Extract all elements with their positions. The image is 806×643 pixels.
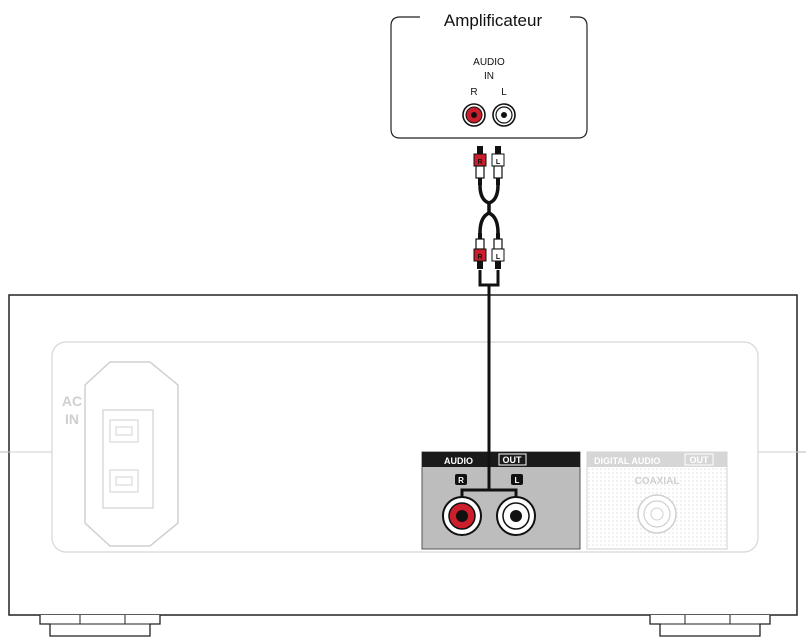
top-plug-right [473, 146, 487, 185]
digital-out-suffix: OUT [690, 455, 710, 465]
top-plug-left [491, 146, 505, 185]
top-plug-left-mark: L [496, 159, 501, 166]
device-rear-panel: AC IN AUDIO OUT R L [0, 285, 806, 637]
audio-out-right-mark: R [458, 476, 464, 485]
amp-right-label: R [470, 87, 477, 98]
amplifier-box: Amplificateur AUDIO IN R L [390, 11, 588, 139]
left-foot [39, 615, 161, 637]
top-plug-right-mark: R [477, 159, 482, 166]
bottom-plug-right-mark: R [477, 254, 482, 261]
audio-out-right-jack [442, 496, 482, 536]
digital-out-label: DIGITAL AUDIO [594, 456, 660, 466]
ac-in-label: AC [62, 393, 82, 409]
audio-in-label-line2: IN [484, 71, 494, 82]
audio-out-panel [421, 451, 581, 550]
audio-in-label: AUDIO [473, 57, 505, 68]
audio-out-label: AUDIO [444, 456, 473, 466]
ac-in-label-line2: IN [65, 411, 79, 427]
coaxial-jack [637, 494, 677, 534]
audio-out-suffix: OUT [503, 455, 523, 465]
bottom-plug-left-mark: L [496, 254, 501, 261]
amp-left-jack [492, 103, 516, 127]
amplifier-title: Amplificateur [444, 11, 543, 30]
audio-out-left-jack [496, 496, 536, 536]
bottom-plug-left [491, 233, 505, 269]
amp-right-jack [462, 103, 486, 127]
ac-inlet [84, 361, 179, 547]
inner-panel [51, 341, 759, 553]
amp-left-label: L [501, 87, 507, 98]
audio-out-left-mark: L [515, 476, 520, 485]
right-foot [649, 615, 771, 637]
coaxial-label: COAXIAL [635, 476, 680, 487]
bottom-plug-right [473, 233, 487, 269]
audio-cable: R L R L [473, 146, 505, 287]
